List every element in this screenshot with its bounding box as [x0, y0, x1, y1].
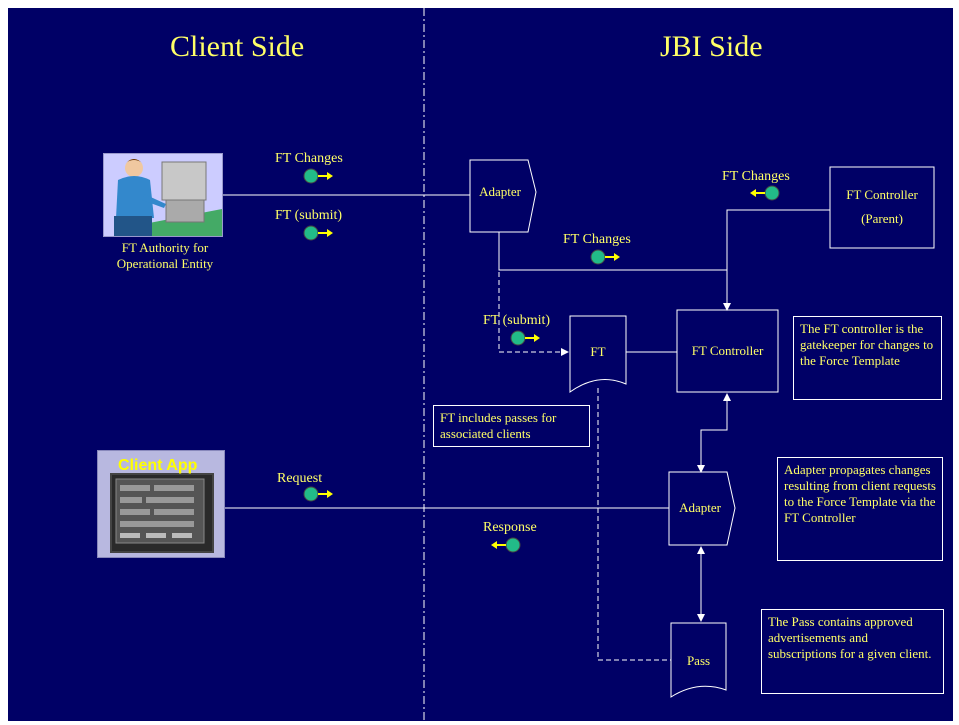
- token-response: [491, 537, 521, 553]
- msg-ft-submit-jbi: FT (submit): [483, 313, 551, 328]
- msg-ft-submit-client: FT (submit): [275, 208, 343, 223]
- token-ft-changes-client: [303, 168, 333, 184]
- token-request: [303, 486, 333, 502]
- ft-controller-parent-box: [829, 166, 935, 249]
- ft-authority-label-line1: FT Authority for: [121, 240, 209, 255]
- ft-document-label: FT: [590, 344, 606, 359]
- pass-document-shape: [670, 622, 727, 698]
- ft-authority-label-line2: Operational Entity: [116, 256, 214, 271]
- adapter-top-label: Adapter: [479, 184, 521, 199]
- msg-ft-changes-mid: FT Changes: [563, 232, 631, 247]
- client-app-screen: [110, 473, 214, 553]
- msg-ft-changes-parent: FT Changes: [722, 169, 790, 184]
- ft-document-shape: [569, 315, 627, 393]
- msg-request: Request: [277, 471, 323, 486]
- ft-controller-label: FT Controller: [691, 343, 764, 358]
- adapter-top-shape: [469, 159, 537, 233]
- app-window-icon: [115, 478, 205, 544]
- note-passes: FT includes passes for associated client…: [433, 405, 590, 447]
- note-adapter-propagates: Adapter propagates changes resulting fro…: [777, 457, 943, 561]
- msg-response: Response: [483, 520, 537, 535]
- ft-controller-parent-label-line2: (Parent): [861, 211, 903, 226]
- person-at-computer-icon: [114, 159, 222, 236]
- msg-ft-changes-client: FT Changes: [275, 151, 343, 166]
- adapter-bottom-label: Adapter: [679, 500, 721, 515]
- pass-document-label: Pass: [686, 653, 711, 668]
- token-ft-changes-parent: [750, 185, 780, 201]
- note-pass-contains: The Pass contains approved advertisement…: [761, 609, 944, 694]
- token-ft-submit-jbi: [510, 330, 540, 346]
- jbi-side-title: JBI Side: [660, 30, 763, 63]
- note-gatekeeper: The FT controller is the gatekeeper for …: [793, 316, 942, 400]
- slide-background: [8, 8, 953, 721]
- client-app-label: Client App: [118, 457, 198, 474]
- client-side-title: Client Side: [170, 30, 305, 63]
- ft-authority-person-icon: [103, 153, 223, 237]
- token-ft-submit-client: [303, 225, 333, 241]
- ft-controller-parent-label-line1: FT Controller: [846, 187, 918, 202]
- token-ft-changes-mid: [590, 249, 620, 265]
- client-app-icon: Client App: [97, 450, 225, 558]
